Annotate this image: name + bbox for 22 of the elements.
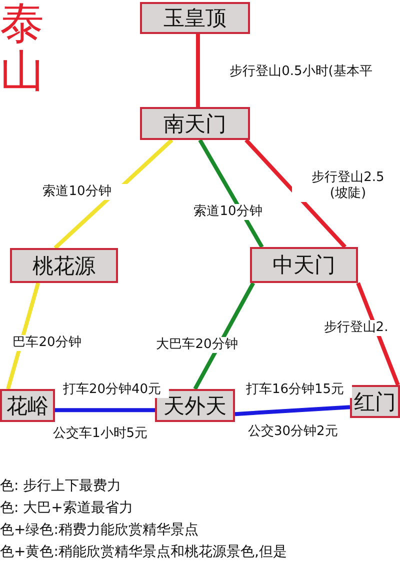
route-line (356, 282, 400, 386)
route-line (234, 405, 350, 416)
place-box: 南天门 (140, 107, 250, 140)
route-note: 公交30分钟2元 (248, 424, 338, 440)
route-line (54, 138, 174, 250)
map-title: 泰山 (0, 0, 44, 97)
place-box: 桃花源 (10, 248, 118, 283)
legend-note: 色: 步行上下最费力 (0, 478, 122, 494)
legend-note: 色+绿色:稍费力能欣赏精华景点 (0, 522, 198, 538)
route-line (55, 408, 155, 412)
route-note: 公交车1小时5元 (53, 426, 148, 442)
place-box: 中天门 (250, 247, 358, 283)
legend-note: 色+黄色:稍能欣赏精华景点和桃花源景色,但是 (0, 544, 287, 560)
place-box: 玉皇顶 (140, 2, 250, 34)
route-line (6, 282, 40, 390)
place-box: 花峪 (0, 389, 55, 422)
place-box: 红门 (350, 385, 400, 418)
route-line (198, 139, 264, 248)
route-line (193, 282, 255, 390)
route-line (196, 34, 200, 107)
legend-note: 色: 大巴+索道最省力 (0, 500, 133, 516)
route-line (244, 138, 346, 248)
